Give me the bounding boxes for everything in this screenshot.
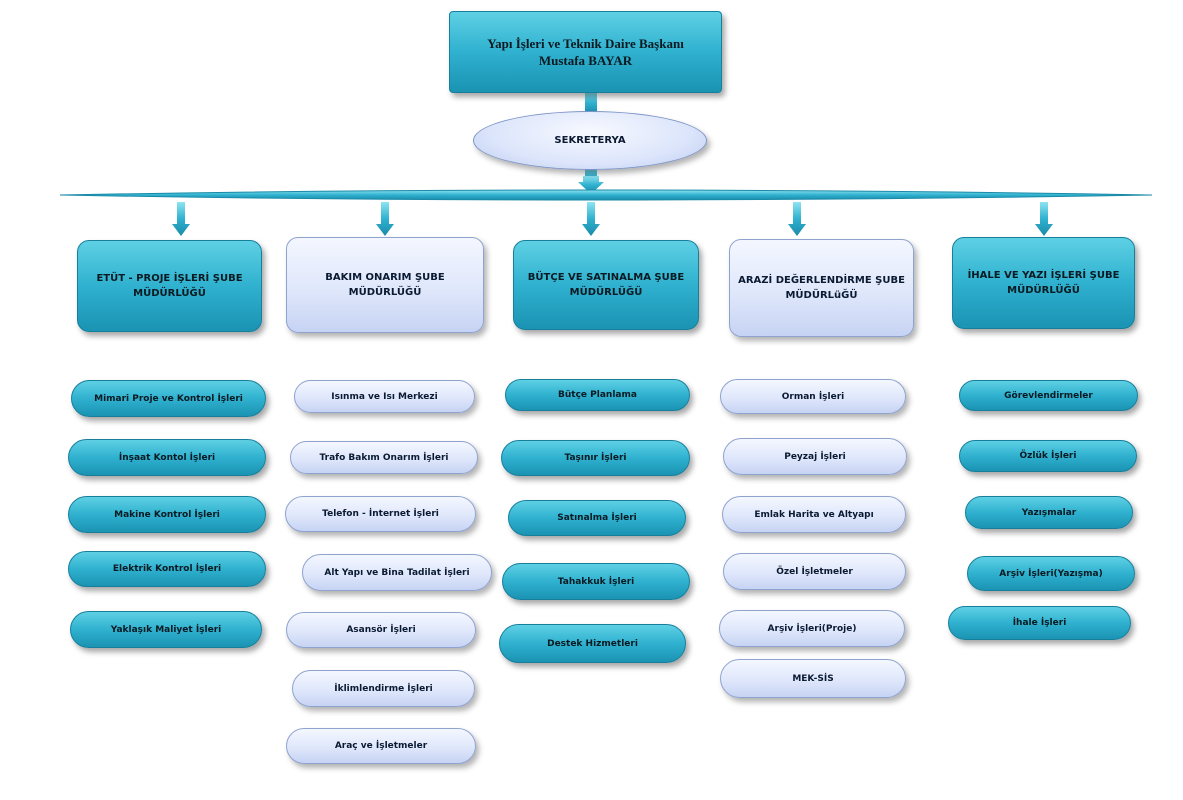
unit-pill: Bütçe Planlama bbox=[505, 379, 690, 411]
unit-label: Özel İşletmeler bbox=[776, 566, 853, 577]
unit-label: Trafo Bakım Onarım İşleri bbox=[319, 452, 449, 463]
unit-label: Görevlendirmeler bbox=[1004, 390, 1093, 401]
unit-pill: Alt Yapı ve Bina Tadilat İşleri bbox=[302, 554, 492, 591]
unit-label: Arşiv İşleri(Proje) bbox=[767, 623, 857, 634]
unit-label: Alt Yapı ve Bina Tadilat İşleri bbox=[324, 567, 470, 578]
unit-label: Tahakkuk İşleri bbox=[557, 576, 635, 587]
unit-pill: Asansör İşleri bbox=[286, 612, 476, 648]
branch-arrow-3 bbox=[582, 202, 600, 236]
head-box: Yapı İşleri ve Teknik Daire Başkanı Must… bbox=[449, 11, 722, 93]
unit-label: Özlük İşleri bbox=[1019, 451, 1077, 461]
secretary-arrow bbox=[578, 176, 604, 194]
branch-box-3: BÜTÇE VE SATINALMA ŞUBE MÜDÜRLÜĞÜ bbox=[513, 240, 699, 330]
secretary-ellipse: SEKRETERYA bbox=[473, 111, 707, 170]
unit-label: İhale İşleri bbox=[1012, 618, 1067, 628]
unit-label: Bütçe Planlama bbox=[558, 390, 637, 400]
unit-pill: MEK-SİS bbox=[720, 659, 906, 698]
horizontal-bus bbox=[59, 189, 1153, 201]
branch-box-1: ETÜT - PROJE İŞLERİ ŞUBE MÜDÜRLÜĞÜ bbox=[77, 240, 262, 332]
unit-label: Yazışmalar bbox=[1021, 507, 1077, 518]
unit-label: Mimari Proje ve Kontrol İşleri bbox=[94, 393, 243, 404]
unit-pill: Orman İşleri bbox=[720, 379, 906, 414]
unit-pill: Yaklaşık Maliyet İşleri bbox=[70, 611, 262, 648]
branch-arrow-4 bbox=[788, 202, 806, 236]
unit-pill: Görevlendirmeler bbox=[959, 380, 1138, 411]
unit-label: Orman İşleri bbox=[781, 391, 845, 402]
unit-pill: Makine Kontrol İşleri bbox=[68, 496, 266, 533]
unit-pill: Emlak Harita ve Altyapı bbox=[722, 496, 906, 533]
unit-label: Elektrik Kontrol İşleri bbox=[112, 564, 222, 574]
unit-pill: Mimari Proje ve Kontrol İşleri bbox=[71, 380, 266, 417]
unit-label: Araç ve İşletmeler bbox=[334, 741, 428, 751]
unit-pill: Elektrik Kontrol İşleri bbox=[68, 551, 266, 587]
head-name: Mustafa BAYAR bbox=[538, 53, 633, 68]
branch-arrow-2 bbox=[376, 202, 394, 236]
unit-pill: Tahakkuk İşleri bbox=[502, 563, 690, 600]
branch-title-1: ETÜT - PROJE İŞLERİ ŞUBE MÜDÜRLÜĞÜ bbox=[96, 273, 243, 299]
unit-label: İklimlendirme İşleri bbox=[334, 683, 433, 694]
unit-label: MEK-SİS bbox=[792, 673, 834, 684]
unit-label: Asansör İşleri bbox=[346, 625, 416, 635]
unit-pill: İnşaat Kontol İşleri bbox=[68, 439, 266, 476]
unit-pill: Trafo Bakım Onarım İşleri bbox=[290, 441, 478, 474]
branch-title-5: İHALE VE YAZI İŞLERİ ŞUBE MÜDÜRLÜĞÜ bbox=[967, 270, 1120, 296]
branch-box-4: ARAZİ DEĞERLENDİRME ŞUBE MÜDÜRLüĞÜ bbox=[729, 239, 914, 337]
unit-label: Taşınır İşleri bbox=[564, 453, 627, 463]
branch-box-2: BAKIM ONARIM ŞUBE MÜDÜRLÜĞÜ bbox=[286, 237, 484, 333]
unit-label: Telefon - İnternet İşleri bbox=[322, 509, 439, 519]
unit-pill: Telefon - İnternet İşleri bbox=[285, 496, 476, 532]
unit-pill: Arşiv İşleri(Proje) bbox=[719, 610, 905, 647]
unit-label: Yaklaşık Maliyet İşleri bbox=[110, 624, 222, 635]
unit-pill: İhale İşleri bbox=[948, 606, 1131, 640]
unit-pill: Özlük İşleri bbox=[959, 440, 1137, 472]
unit-pill: Arşiv İşleri(Yazışma) bbox=[967, 556, 1135, 591]
branch-title-4: ARAZİ DEĞERLENDİRME ŞUBE MÜDÜRLüĞÜ bbox=[738, 275, 905, 301]
unit-pill: Satınalma İşleri bbox=[508, 500, 686, 536]
unit-pill: Yazışmalar bbox=[965, 496, 1133, 529]
unit-label: Makine Kontrol İşleri bbox=[114, 509, 220, 520]
branch-arrow-5 bbox=[1035, 202, 1053, 236]
unit-label: Arşiv İşleri(Yazışma) bbox=[999, 568, 1103, 579]
unit-label: Emlak Harita ve Altyapı bbox=[754, 509, 874, 520]
unit-pill: Destek Hizmetleri bbox=[499, 624, 686, 663]
unit-label: Destek Hizmetleri bbox=[547, 638, 638, 649]
unit-pill: Peyzaj İşleri bbox=[723, 438, 907, 475]
branch-title-3: BÜTÇE VE SATINALMA ŞUBE MÜDÜRLÜĞÜ bbox=[527, 272, 685, 298]
unit-pill: Taşınır İşleri bbox=[501, 440, 690, 476]
secretary-label: SEKRETERYA bbox=[554, 135, 626, 146]
branch-title-2: BAKIM ONARIM ŞUBE MÜDÜRLÜĞÜ bbox=[325, 272, 445, 298]
unit-pill: İklimlendirme İşleri bbox=[292, 670, 475, 707]
unit-pill: Isınma ve Isı Merkezi bbox=[294, 380, 475, 413]
head-connector bbox=[585, 92, 597, 114]
branch-box-5: İHALE VE YAZI İŞLERİ ŞUBE MÜDÜRLÜĞÜ bbox=[952, 237, 1135, 329]
unit-pill: Araç ve İşletmeler bbox=[286, 728, 476, 764]
unit-label: İnşaat Kontol İşleri bbox=[118, 452, 216, 463]
unit-label: Satınalma İşleri bbox=[557, 513, 637, 523]
unit-pill: Özel İşletmeler bbox=[723, 553, 906, 590]
branch-arrow-1 bbox=[172, 202, 190, 236]
unit-label: Peyzaj İşleri bbox=[784, 451, 846, 462]
branch-arrows bbox=[172, 202, 1053, 236]
unit-label: Isınma ve Isı Merkezi bbox=[331, 391, 438, 402]
head-title: Yapı İşleri ve Teknik Daire Başkanı bbox=[487, 36, 684, 51]
